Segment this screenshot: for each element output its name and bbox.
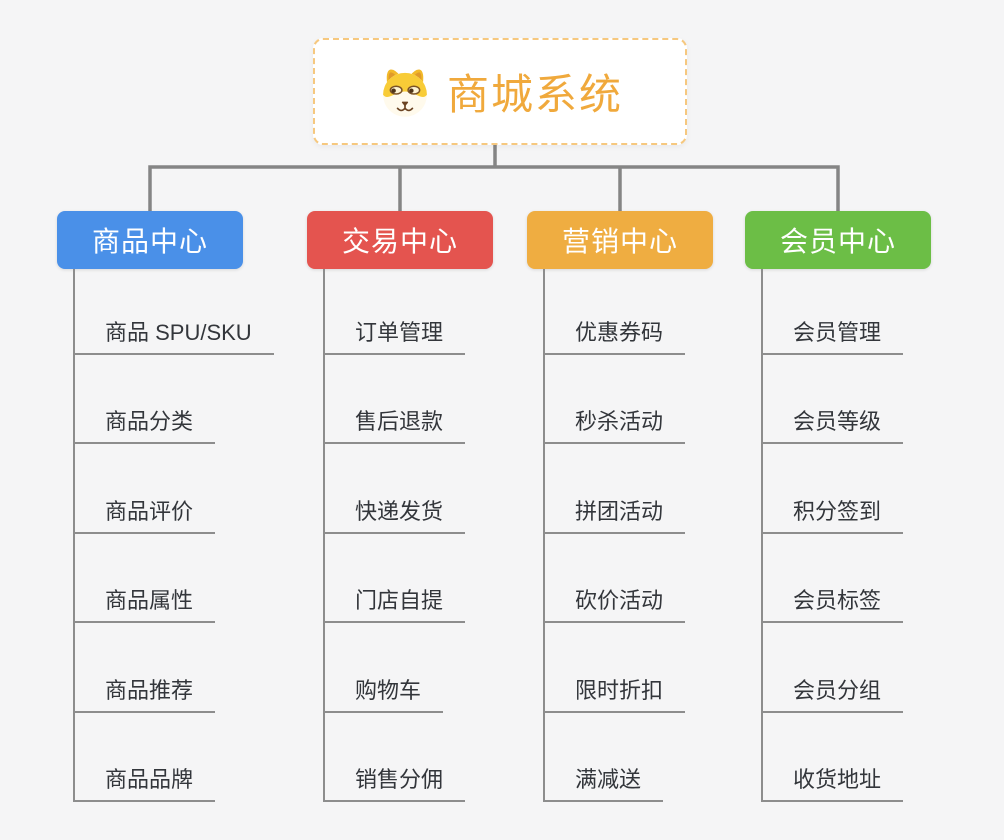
leaf-node[interactable]: 优惠券码 (543, 313, 686, 355)
leaf-node[interactable]: 订单管理 (323, 313, 466, 355)
branch-child-connector (73, 269, 75, 801)
leaf-node[interactable]: 会员等级 (761, 402, 904, 444)
leaf-node[interactable]: 商品推荐 (73, 671, 216, 713)
root-node[interactable]: 商城系统 (313, 38, 687, 145)
branch-label: 会员中心 (779, 226, 896, 257)
leaf-node[interactable]: 商品品牌 (73, 760, 216, 802)
leaf-node[interactable]: 商品分类 (73, 402, 216, 444)
branch-label: 商品中心 (91, 226, 208, 257)
leaf-node[interactable]: 门店自提 (323, 581, 466, 623)
branch-rail-line (148, 165, 840, 211)
branch-column-product: 商品中心 商品 SPU/SKU 商品分类 商品评价 商品属性 商品推荐 商品品牌 (57, 211, 317, 811)
leaf-node[interactable]: 满减送 (543, 760, 664, 802)
leaf-node[interactable]: 砍价活动 (543, 581, 686, 623)
leaf-node[interactable]: 会员管理 (761, 313, 904, 355)
leaf-node[interactable]: 购物车 (323, 671, 444, 713)
branch-label: 交易中心 (341, 226, 458, 257)
root-title: 商城系统 (446, 71, 623, 118)
leaf-node[interactable]: 拼团活动 (543, 492, 686, 534)
branch-column-trade: 交易中心 订单管理 售后退款 快递发货 门店自提 购物车 销售分佣 (307, 211, 567, 811)
leaf-node[interactable]: 收货地址 (761, 760, 904, 802)
branch-child-connector (543, 269, 545, 801)
leaf-node[interactable]: 会员标签 (761, 581, 904, 623)
leaf-node[interactable]: 商品评价 (73, 492, 216, 534)
doge-icon (383, 68, 427, 117)
leaf-node[interactable]: 快递发货 (323, 492, 466, 534)
leaf-node[interactable]: 限时折扣 (543, 671, 686, 713)
branch-child-connector (761, 269, 763, 801)
leaf-node[interactable]: 积分签到 (761, 492, 904, 534)
branch-child-connector (323, 269, 325, 801)
leaf-node[interactable]: 会员分组 (761, 671, 904, 713)
branch-node-marketing[interactable]: 营销中心 (527, 211, 713, 269)
leaf-node[interactable]: 售后退款 (323, 402, 466, 444)
branch-label: 营销中心 (561, 226, 678, 257)
leaf-node[interactable]: 销售分佣 (323, 760, 466, 802)
leaf-node[interactable]: 秒杀活动 (543, 402, 686, 444)
branch-node-trade[interactable]: 交易中心 (307, 211, 493, 269)
branch-node-member[interactable]: 会员中心 (745, 211, 931, 269)
branch-column-member: 会员中心 会员管理 会员等级 积分签到 会员标签 会员分组 收货地址 (745, 211, 1004, 811)
branch-node-product[interactable]: 商品中心 (57, 211, 243, 269)
leaf-node[interactable]: 商品属性 (73, 581, 216, 623)
branch-column-marketing: 营销中心 优惠券码 秒杀活动 拼团活动 砍价活动 限时折扣 满减送 (527, 211, 787, 811)
leaf-node[interactable]: 商品 SPU/SKU (73, 313, 274, 355)
